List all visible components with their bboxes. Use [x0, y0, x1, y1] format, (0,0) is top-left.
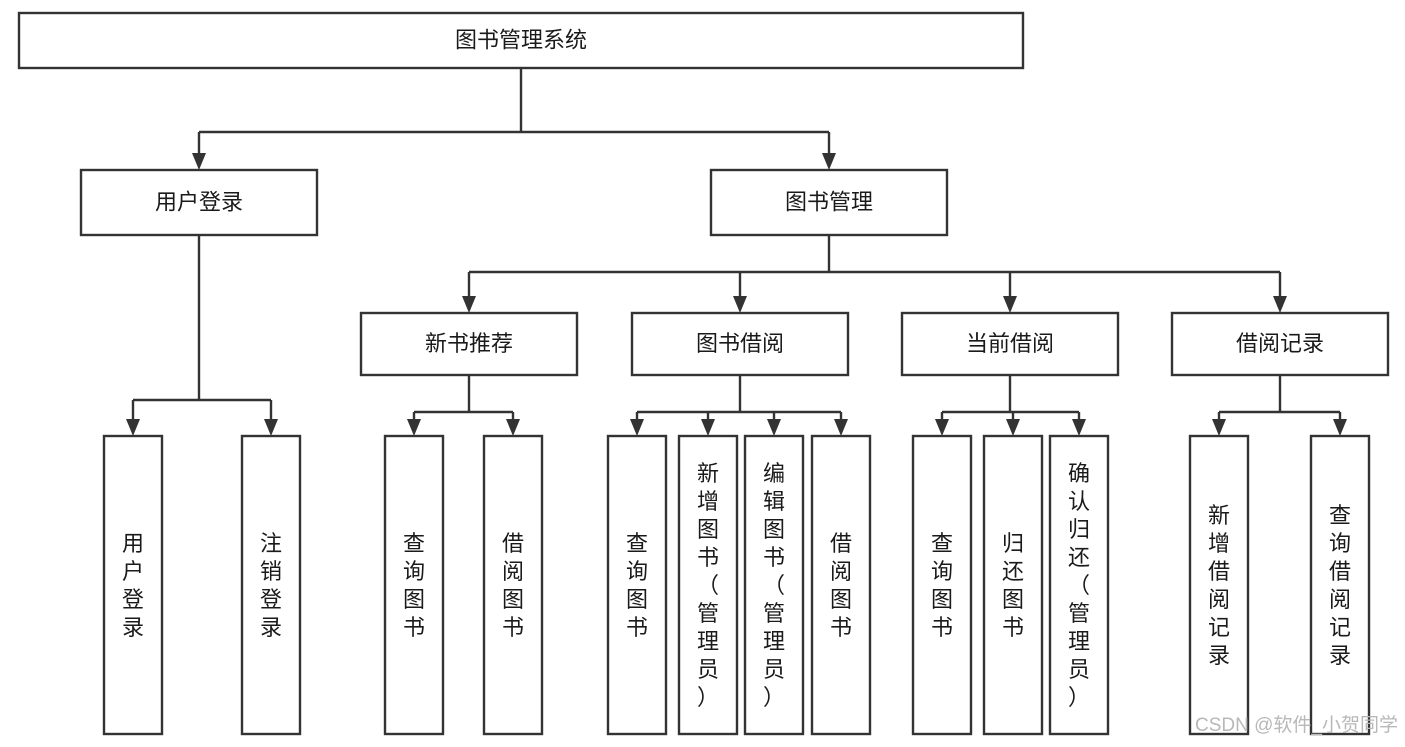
leaf-leaf-user-logout-box[interactable] — [240, 434, 302, 736]
leaf-leaf-edit-book-label: 编辑图书（管理员） — [763, 461, 785, 710]
node-borrow-record-box[interactable] — [1170, 311, 1390, 377]
root-node-label: 图书管理系统 — [455, 27, 587, 52]
leaf-leaf-query-book-2-box[interactable] — [606, 434, 668, 736]
root-node-box[interactable] — [17, 11, 1025, 70]
leaf-leaf-query-record-label: 查询借阅记录 — [1329, 503, 1351, 668]
node-book-borrow-box[interactable] — [630, 311, 850, 377]
node-current-borrow-label: 当前借阅 — [966, 331, 1054, 356]
leaf-leaf-confirm-return-label: 确认归还（管理员） — [1068, 461, 1090, 710]
node-user-login-box[interactable] — [79, 168, 319, 237]
leaf-leaf-add-record-box[interactable] — [1188, 434, 1250, 736]
leaf-leaf-query-book-1-box[interactable] — [383, 434, 445, 736]
node-new-book-recommend-box[interactable] — [359, 311, 579, 377]
leaf-leaf-return-book-label: 归还图书 — [1002, 531, 1024, 640]
leaf-leaf-user-login-box[interactable] — [102, 434, 164, 736]
leaf-leaf-borrow-book-2-box[interactable] — [810, 434, 872, 736]
leaf-leaf-borrow-book-2-label: 借阅图书 — [830, 531, 852, 640]
arrow-head-icon — [1273, 296, 1287, 313]
node-user-login-label: 用户登录 — [155, 189, 243, 214]
leaf-leaf-confirm-return-box[interactable] — [1048, 434, 1110, 736]
arrow-head-icon — [1072, 419, 1086, 436]
leaf-leaf-query-book-2-label: 查询图书 — [626, 531, 648, 640]
leaf-leaf-borrow-book-1-box[interactable] — [482, 434, 544, 736]
arrow-head-icon — [767, 419, 781, 436]
arrow-head-icon — [192, 153, 206, 170]
node-new-book-recommend-label: 新书推荐 — [425, 331, 513, 356]
leaf-leaf-query-book-3-label: 查询图书 — [931, 531, 953, 640]
node-book-management-label: 图书管理 — [785, 189, 873, 214]
arrow-head-icon — [1006, 419, 1020, 436]
arrow-head-icon — [462, 296, 476, 313]
leaf-leaf-edit-book-box[interactable] — [743, 434, 805, 736]
arrow-head-icon — [126, 419, 140, 436]
leaf-leaf-query-book-1-label: 查询图书 — [403, 531, 425, 640]
arrow-head-icon — [935, 419, 949, 436]
leaf-leaf-query-book-3-box[interactable] — [911, 434, 973, 736]
leaf-leaf-user-logout-label: 注销登录 — [260, 531, 282, 640]
node-current-borrow-box[interactable] — [900, 311, 1120, 377]
arrow-head-icon — [506, 419, 520, 436]
leaf-leaf-borrow-book-1-label: 借阅图书 — [502, 531, 524, 640]
leaf-leaf-add-record-label: 新增借阅记录 — [1208, 503, 1230, 668]
arrow-head-icon — [407, 419, 421, 436]
arrow-head-icon — [834, 419, 848, 436]
arrow-head-icon — [1003, 296, 1017, 313]
node-borrow-record-label: 借阅记录 — [1236, 331, 1324, 356]
arrow-head-icon — [630, 419, 644, 436]
csdn-watermark: CSDN @软件_小贺同学 — [1195, 714, 1398, 736]
arrow-head-icon — [822, 153, 836, 170]
leaf-leaf-user-login-label: 用户登录 — [122, 531, 144, 640]
leaf-leaf-query-record-box[interactable] — [1309, 434, 1371, 736]
arrow-head-icon — [1212, 419, 1226, 436]
leaf-leaf-add-book-label: 新增图书（管理员） — [697, 461, 719, 710]
leaf-leaf-add-book-box[interactable] — [677, 434, 739, 736]
node-book-borrow-label: 图书借阅 — [696, 331, 784, 356]
node-layer: 图书管理系统用户登录图书管理新书推荐图书借阅当前借阅借阅记录用户登录注销登录查询… — [17, 11, 1390, 736]
leaf-leaf-return-book-box[interactable] — [982, 434, 1044, 736]
arrow-head-icon — [1333, 419, 1347, 436]
connector-layer — [126, 68, 1347, 436]
arrow-head-icon — [701, 419, 715, 436]
arrow-head-icon — [733, 296, 747, 313]
arrow-head-icon — [264, 419, 278, 436]
node-book-management-box[interactable] — [709, 168, 949, 237]
